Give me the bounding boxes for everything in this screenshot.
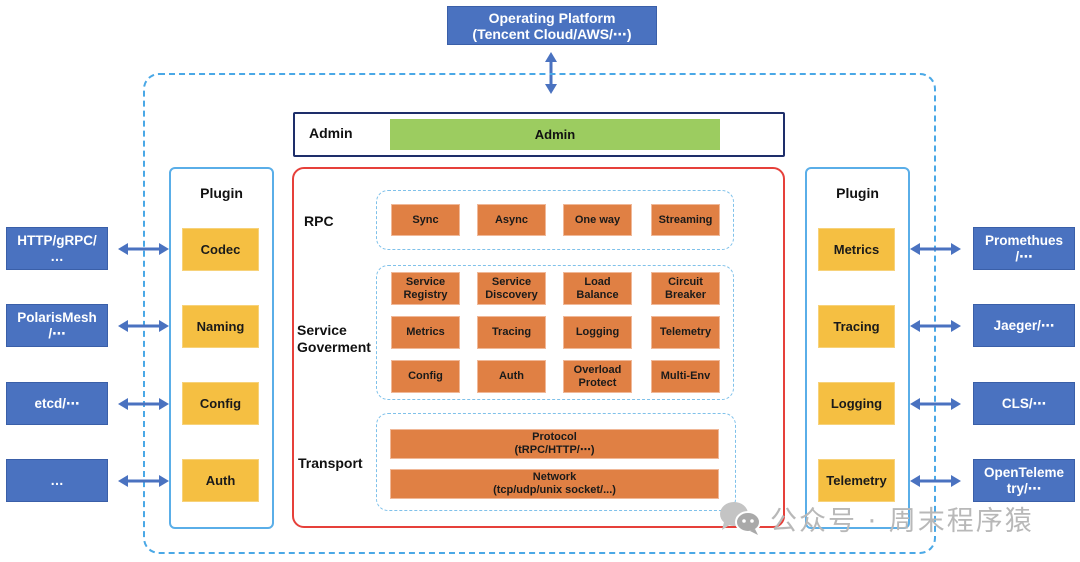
left-external-system: HTTP/gRPC/ …	[6, 227, 108, 270]
left-external-system: PolarisMesh /⋯	[6, 304, 108, 347]
bidirectional-arrow-icon	[910, 243, 961, 255]
rpc-group	[376, 190, 734, 250]
wechat-icon	[720, 502, 761, 535]
service-governance-item: Config	[391, 360, 460, 393]
admin-component: Admin	[390, 119, 720, 150]
bidirectional-arrow-icon	[118, 243, 169, 255]
service-governance-item: Telemetry	[651, 316, 720, 349]
transport-label: Transport	[298, 455, 363, 471]
left-plugin-item: Naming	[182, 305, 259, 348]
bidirectional-arrow-icon	[910, 475, 961, 487]
watermark-text: 公众号 · 周末程序猿	[770, 505, 1034, 537]
left-plugin-item: Config	[182, 382, 259, 425]
rpc-item: Sync	[391, 204, 460, 236]
bidirectional-arrow-icon	[118, 320, 169, 332]
rpc-item: Streaming	[651, 204, 720, 236]
left-plugin-item: Auth	[182, 459, 259, 502]
service-governance-label: Service Goverment	[297, 322, 371, 355]
rpc-item: One way	[563, 204, 632, 236]
right-plugin-item: Logging	[818, 382, 895, 425]
service-governance-item: Multi-Env	[651, 360, 720, 393]
service-governance-item: Auth	[477, 360, 546, 393]
right-external-system: Promethues /⋯	[973, 227, 1075, 270]
core-framework-box	[292, 167, 785, 528]
operating-platform-box: Operating Platform (Tencent Cloud/AWS/⋯)	[447, 6, 657, 45]
admin-layer-label: Admin	[309, 125, 353, 141]
service-governance-item: Load Balance	[563, 272, 632, 305]
left-external-system: etcd/⋯	[6, 382, 108, 425]
right-plugin-item: Metrics	[818, 228, 895, 271]
network-layer: Network (tcp/udp/unix socket/...)	[390, 469, 719, 499]
right-plugin-item: Telemetry	[818, 459, 895, 502]
service-governance-item: Service Registry	[391, 272, 460, 305]
left-plugin-item: Codec	[182, 228, 259, 271]
service-governance-group	[376, 265, 734, 400]
service-governance-item: Overload Protect	[563, 360, 632, 393]
service-governance-item: Service Discovery	[477, 272, 546, 305]
service-governance-item: Circuit Breaker	[651, 272, 720, 305]
left-external-system: …	[6, 459, 108, 502]
right-external-system: Jaeger/⋯	[973, 304, 1075, 347]
watermark: 公众号 · 周末程序猿	[718, 498, 1034, 538]
service-governance-item: Tracing	[477, 316, 546, 349]
bidirectional-arrow-icon	[910, 320, 961, 332]
bidirectional-arrow-icon	[910, 398, 961, 410]
right-external-system: OpenTeleme try/⋯	[973, 459, 1075, 502]
framework-boundary	[143, 73, 936, 554]
service-governance-item: Metrics	[391, 316, 460, 349]
left-plugin-title: Plugin	[200, 185, 243, 201]
right-external-system: CLS/⋯	[973, 382, 1075, 425]
service-governance-item: Logging	[563, 316, 632, 349]
rpc-label: RPC	[304, 213, 334, 229]
rpc-item: Async	[477, 204, 546, 236]
right-plugin-title: Plugin	[836, 185, 879, 201]
protocol-layer: Protocol (tRPC/HTTP/⋯)	[390, 429, 719, 459]
bidirectional-arrow-icon	[118, 475, 169, 487]
right-plugin-item: Tracing	[818, 305, 895, 348]
bidirectional-arrow-icon	[118, 398, 169, 410]
transport-group	[376, 413, 736, 511]
